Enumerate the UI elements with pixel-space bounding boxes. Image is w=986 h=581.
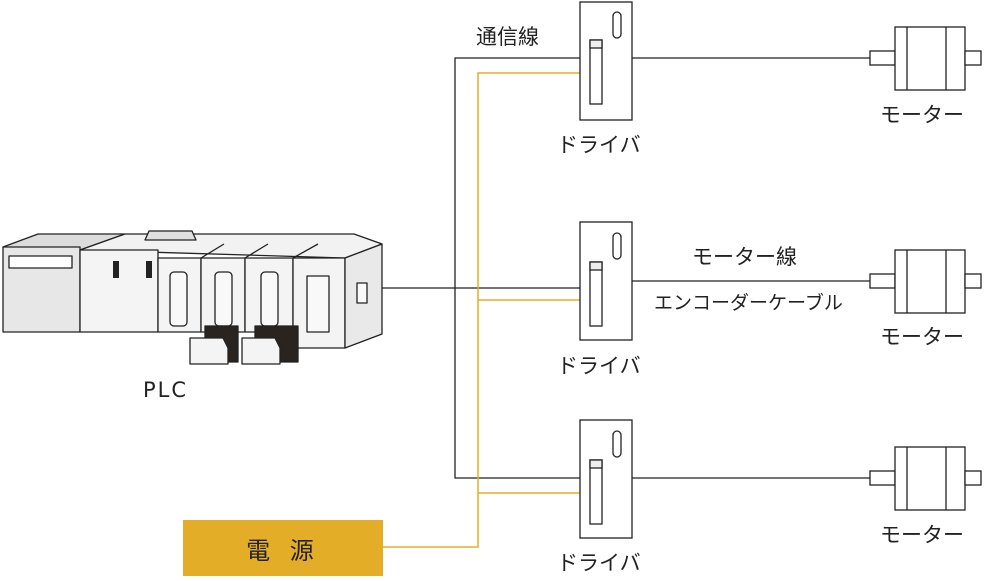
driver-1-label: ドライバ	[557, 133, 641, 157]
power-wiring	[383, 72, 580, 548]
comm-line-label: 通信線	[476, 25, 539, 49]
motor-line-label: モーター線	[692, 245, 797, 269]
driver-2-label: ドライバ	[557, 354, 641, 378]
plc-unit	[2, 230, 383, 365]
driver-1	[579, 1, 633, 121]
communication-line	[382, 57, 580, 479]
driver-3-label: ドライバ	[557, 551, 641, 575]
motor-2	[869, 249, 982, 314]
motor-3-label: モーター	[880, 523, 964, 547]
motor-1	[869, 26, 982, 91]
driver-3	[579, 419, 633, 539]
power-supply-label: 電 源	[246, 536, 320, 565]
driver-2	[579, 221, 633, 341]
motor-3	[869, 446, 982, 511]
motor-2-label: モーター	[880, 325, 964, 349]
driver-to-motor-cables	[632, 57, 870, 479]
plc-label: PLC	[143, 378, 189, 402]
power-supply-box: 電 源	[183, 520, 383, 576]
motor-1-label: モーター	[880, 103, 964, 127]
encoder-cable-label: エンコーダーケーブル	[654, 292, 843, 314]
